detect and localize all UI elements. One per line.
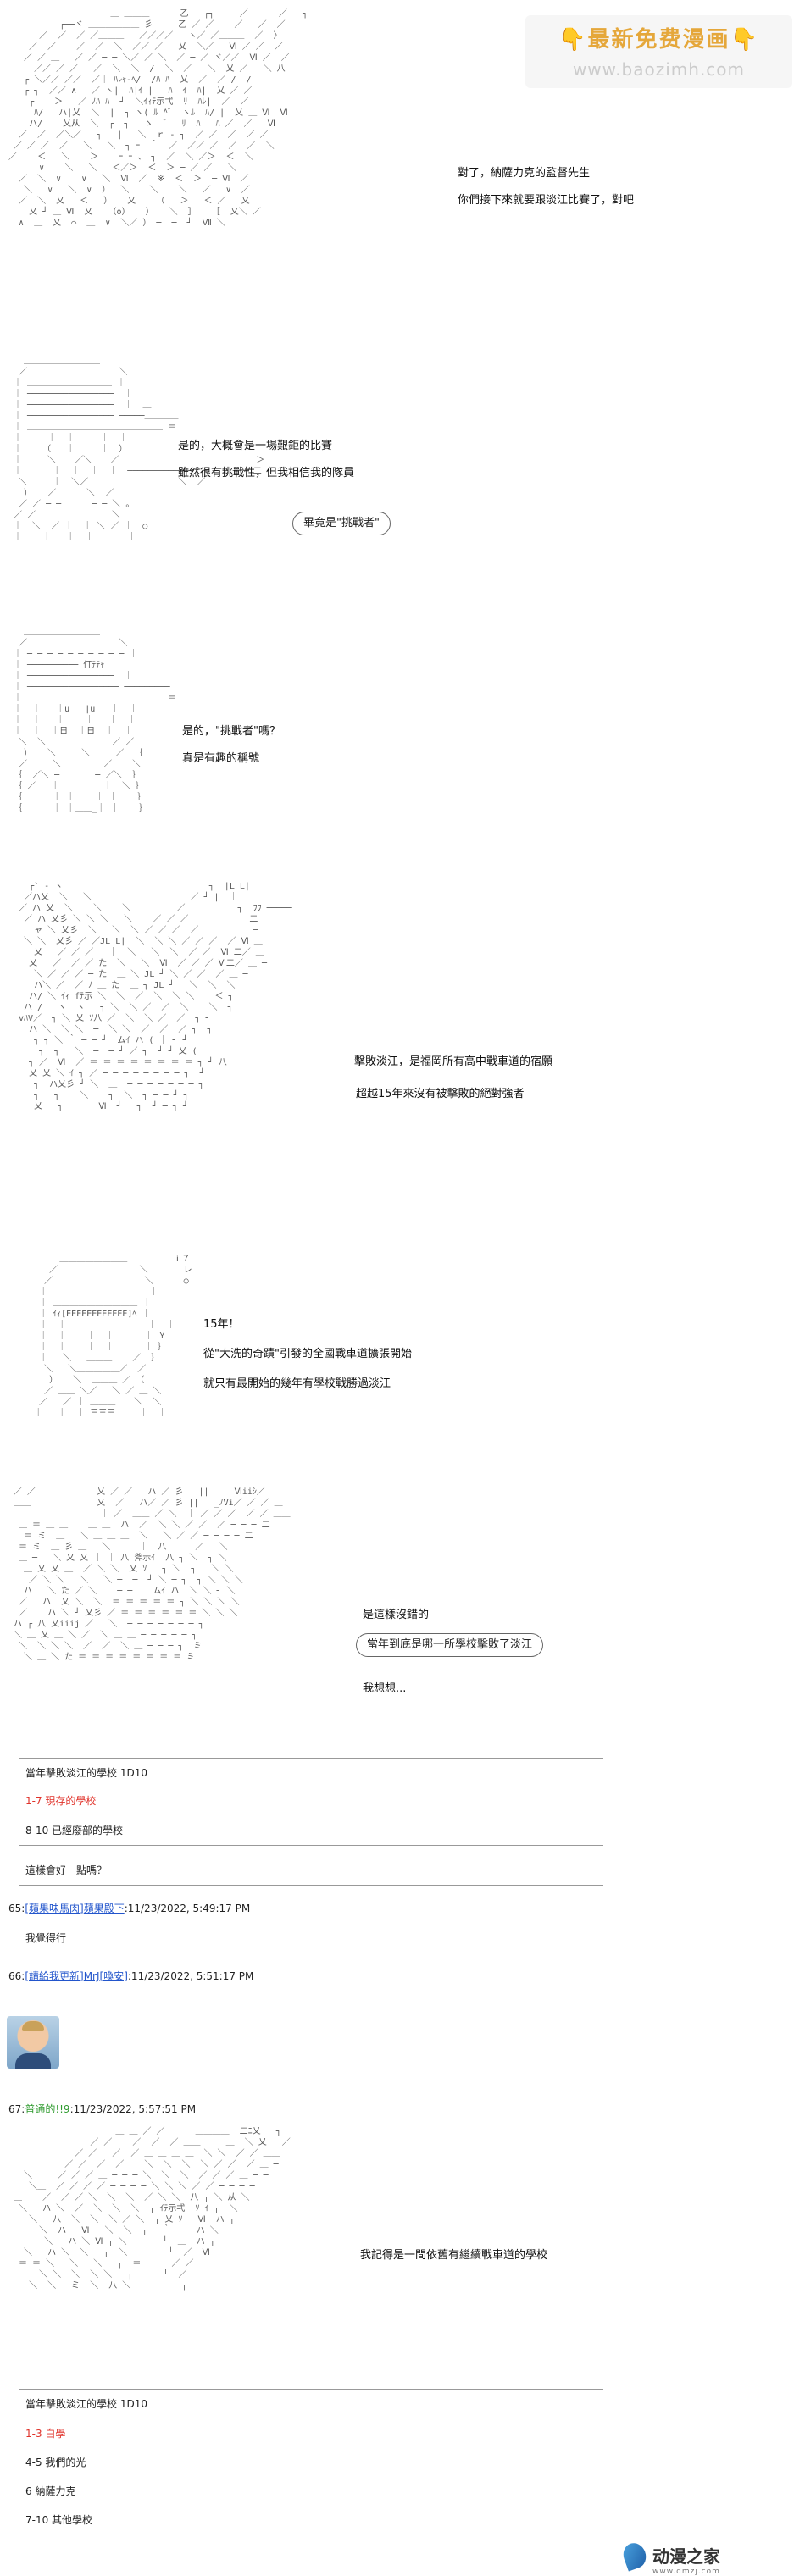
watermark-banner: 👇最新免费漫画👇 www.baozimh.com [525,15,792,88]
panel4-line-1: 擊敗淡江，是福岡所有高中戰車道的宿願 [354,1055,553,1068]
roll1-option-2: 8-10 已經廢部的學校 [25,1825,124,1836]
panel3-line-1: 是的，"挑戰者"嗎？ [182,725,280,738]
watermark-title: 👇最新免费漫画👇 [558,27,759,53]
roll2-option-4: 7-10 其他學校 [25,2514,93,2526]
divider [19,1885,603,1886]
comment-number: 67: [8,2103,25,2115]
roll2-option-3: 6 納薩力克 [25,2485,76,2497]
logo-name: 动漫之家 [652,2546,720,2567]
divider [19,1758,603,1759]
comment-number: 66: [8,1970,25,1982]
panel4-line-2: 超越15年來沒有被擊敗的絕對強者 [356,1088,525,1100]
ascii-art-panel-6: ／ ／ 乂 ／ ／ ハ ／ 彡 || Ⅵiiｼ／ ＿＿ 乂 ／ ハ／ ／ 彡 |… [14,1487,291,1662]
site-logo: 动漫之家 www.dmzj.com [619,2540,720,2576]
watermark-url: www.baozimh.com [572,59,746,80]
comment-number: 65: [8,1903,25,1914]
user-avatar [7,2016,59,2069]
panel7-line-1: 我記得是一間依舊有繼續戰車道的學校 [360,2249,548,2262]
roll2-option-1: 1-3 白學 [25,2428,66,2440]
ascii-art-panel-3: ＿＿＿＿＿＿＿＿＿ ／ ＼ ｜ ─ ─ ─ ─ ─ ─ ─ ─ ─ ─ ｜ ｜ … [14,628,177,813]
ascii-art-panel-1: ＿ ＿＿＿ 乙 ┌┐ ／ ／ ┐ ┌──ヾ ＿＿＿＿＿＿ 彡 乙 ／ ／ ／ ／… [8,9,308,228]
logo-url: www.dmzj.com [652,2568,720,2576]
comment-67-user: 普通的!!9 [25,2103,70,2115]
ascii-art-panel-2: ＿＿＿＿＿＿＿＿＿ ／ ＼ ｜ ＿＿＿＿＿＿＿＿＿＿ ｜ ｜ ─────────… [14,357,265,542]
comment-timestamp: :11/23/2022, 5:51:17 PM [127,1970,254,1982]
roll2-option-2: 4-5 我們的光 [25,2457,86,2468]
comment-timestamp: :11/23/2022, 5:57:51 PM [69,2103,197,2115]
comment-timestamp: :11/23/2022, 5:49:17 PM [124,1903,251,1914]
comment-66-user-link-2[interactable]: MrJ [83,1970,100,1982]
roll1-option-1: 1-7 現存的學校 [25,1795,97,1807]
panel6-speech-bubble: 當年到底是哪一所學校擊敗了淡江 [356,1633,544,1657]
panel6-line-2: 我想想... [363,1682,407,1695]
comment-65-header: 65:[蘋果味馬肉]蘋果殿下:11/23/2022, 5:49:17 PM [8,1902,250,1915]
ascii-art-panel-5: ＿＿＿＿＿＿＿＿ ｉ７ ／ ＼ レ ／ ＼ ○ ｜ ｜ ｜ ＿＿＿＿＿＿＿＿＿＿… [34,1255,192,1418]
panel1-line-2: 你們接下來就要跟淡江比賽了，對吧 [458,194,635,207]
comment-66-user-link-3[interactable]: [喚安] [99,1970,128,1982]
panel5-exclaim: 15年！ [203,1318,240,1331]
panel5-line-1: 從"大洗的奇蹟"引發的全國戰車道擴張開始 [203,1348,412,1360]
panel2-line-2: 雖然很有挑戰性，但我相信我的隊員 [178,467,355,479]
panel2-speech-bubble: 畢竟是"挑戰者" [292,512,391,535]
roll2-title: 當年擊敗淡江的學校 1D10 [25,2398,147,2410]
ascii-art-panel-7: ＿ ＿ ／ ／ ＿＿＿＿ 二ﾆ乂 ┐ ／ ／ ／ ／ ／ ＿＿ ＿ ＼ 乂 ／ … [14,2127,291,2291]
roll1-title: 當年擊敗淡江的學校 1D10 [25,1767,147,1779]
divider [19,2389,603,2390]
chat-question: 這樣會好一點嗎？ [25,1864,108,1876]
divider [19,1845,603,1846]
panel3-line-2: 真是有趣的稱號 [182,752,260,765]
comment-65-user-link[interactable]: [蘋果味馬肉] [25,1903,84,1914]
comment-65-text: 我覺得行 [25,1932,67,1944]
comment-66-header: 66:[請給我更新]MrJ[喚安]:11/23/2022, 5:51:17 PM [8,1969,253,1983]
comment-66-user-link[interactable]: [請給我更新] [25,1970,84,1982]
panel6-line-1: 是這樣沒錯的 [363,1609,430,1621]
ascii-art-panel-4: ┌` ‐ ヽ ＿ ┐ |L L| ／ハ乂 ＼ ＼ ＿＿ ／ ┘ | ｜ ／ ハ … [19,882,292,1111]
panel5-line-2: 就只有最開始的幾年有學校戰勝過淡江 [203,1377,391,1390]
panel1-line-1: 對了，納薩力克的監督先生 [458,167,591,180]
logo-icon [619,2540,650,2572]
comment-65-user-link-2[interactable]: 蘋果殿下 [83,1903,125,1914]
panel2-line-1: 是的，大概會是一場艱鉅的比賽 [178,440,333,452]
comment-67-header: 67:普通的!!9:11/23/2022, 5:57:51 PM [8,2102,196,2116]
